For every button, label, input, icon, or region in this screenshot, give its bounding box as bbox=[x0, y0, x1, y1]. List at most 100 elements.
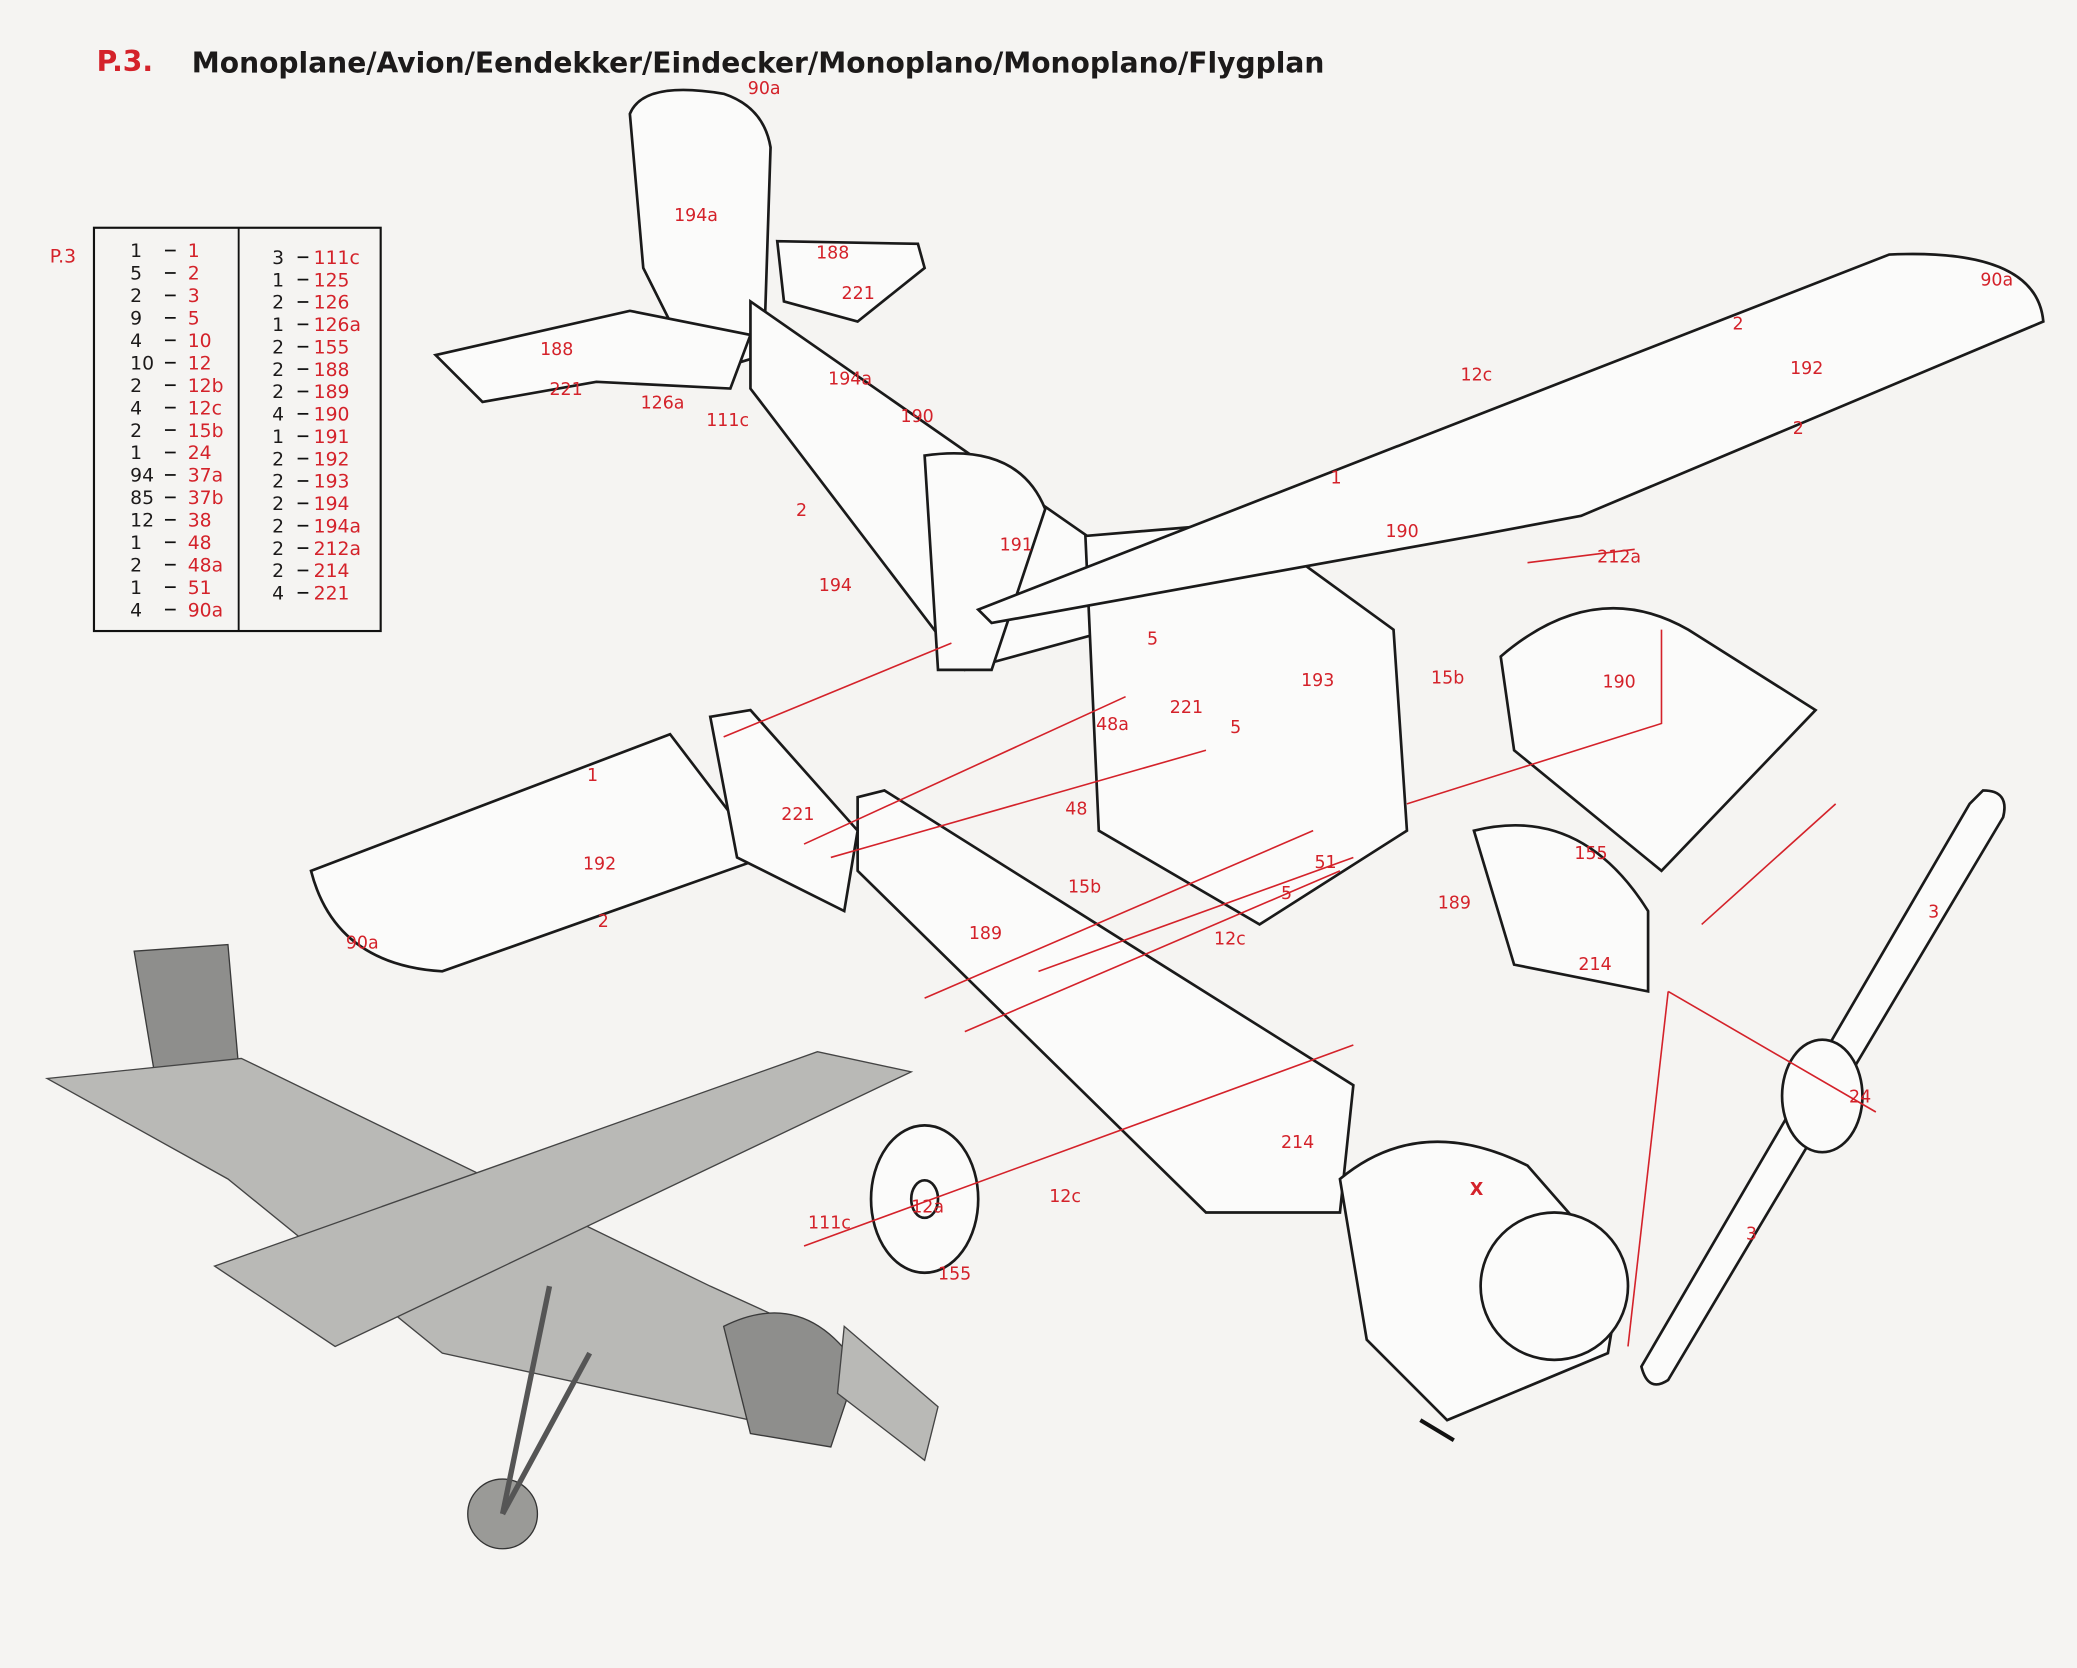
part-callout: 2 bbox=[1793, 419, 1804, 439]
part-callout: 221 bbox=[1170, 698, 1203, 718]
part-quantity: 2 bbox=[272, 494, 284, 515]
part-quantity: 2 bbox=[272, 472, 284, 493]
part-callout: 5 bbox=[1281, 884, 1292, 904]
part-callout: 126a bbox=[641, 394, 685, 414]
motor bbox=[1338, 1140, 1630, 1442]
part-callout: 191 bbox=[1000, 536, 1033, 556]
propeller bbox=[1639, 789, 2006, 1386]
part-number: 191 bbox=[314, 427, 350, 448]
part-callout: 190 bbox=[1603, 672, 1636, 692]
part-number: 48a bbox=[188, 555, 223, 576]
part-number: 12c bbox=[188, 398, 222, 419]
assembly-lines bbox=[723, 548, 1877, 1347]
part-callout: 190 bbox=[1385, 522, 1418, 542]
part-callout: 155 bbox=[938, 1264, 971, 1284]
page-number: P.3. bbox=[97, 45, 153, 78]
part-number: 38 bbox=[188, 511, 212, 532]
part-number: 15b bbox=[188, 421, 224, 442]
part-callout: 221 bbox=[842, 284, 875, 304]
part-number: 192 bbox=[314, 449, 350, 470]
part-quantity: 4 bbox=[130, 398, 142, 419]
part-callout: 90a bbox=[346, 934, 379, 954]
part-callout: 5 bbox=[1147, 629, 1158, 649]
part-number: 24 bbox=[188, 443, 212, 464]
part-quantity: 2 bbox=[272, 561, 284, 582]
part-callout: 190 bbox=[901, 407, 934, 427]
lower-wing bbox=[309, 732, 767, 973]
part-callout: 221 bbox=[781, 805, 814, 825]
fuselage bbox=[749, 298, 1409, 927]
part-number: 126 bbox=[314, 293, 350, 314]
part-number: 188 bbox=[314, 360, 350, 381]
part-quantity: 4 bbox=[130, 600, 142, 621]
assembled-model-photo bbox=[44, 943, 939, 1550]
part-callout: 189 bbox=[1438, 893, 1471, 913]
part-callout: 192 bbox=[583, 855, 616, 875]
part-callout: X bbox=[1470, 1180, 1484, 1200]
part-callout: 155 bbox=[1574, 844, 1607, 864]
part-number: 51 bbox=[188, 578, 212, 599]
part-number: 3 bbox=[188, 286, 200, 307]
part-callout: 212a bbox=[1597, 548, 1641, 568]
part-quantity: 1 bbox=[272, 315, 284, 336]
part-quantity: 2 bbox=[272, 449, 284, 470]
part-number: 126a bbox=[314, 315, 361, 336]
part-quantity: 10 bbox=[130, 353, 154, 374]
part-callout: 193 bbox=[1301, 671, 1334, 691]
cowling bbox=[1472, 606, 1818, 994]
part-quantity: 3 bbox=[272, 248, 284, 269]
part-callout: 15b bbox=[1431, 668, 1464, 688]
part-quantity: 2 bbox=[130, 376, 142, 397]
part-quantity: 2 bbox=[130, 421, 142, 442]
part-number: 90a bbox=[188, 600, 223, 621]
part-callout: 194a bbox=[674, 206, 718, 226]
part-callout: 90a bbox=[748, 79, 781, 99]
parts-list-label: P.3 bbox=[50, 247, 76, 268]
part-quantity: 85 bbox=[130, 488, 154, 509]
part-callout: 12a bbox=[911, 1197, 944, 1217]
part-number: 10 bbox=[188, 331, 212, 352]
part-quantity: 1 bbox=[272, 270, 284, 291]
part-quantity: 2 bbox=[272, 337, 284, 358]
part-quantity: 4 bbox=[272, 405, 284, 426]
part-callout: 188 bbox=[540, 340, 573, 360]
part-quantity: 1 bbox=[130, 533, 142, 554]
part-quantity: 1 bbox=[130, 241, 142, 262]
part-number: 155 bbox=[314, 337, 350, 358]
part-number: 37b bbox=[188, 488, 224, 509]
part-callouts: 90a194a188221188221126a111c194a19090a219… bbox=[346, 79, 2013, 1285]
part-callout: 48 bbox=[1065, 800, 1087, 820]
part-quantity: 2 bbox=[272, 293, 284, 314]
wheel-disc bbox=[869, 1124, 980, 1275]
part-callout: 194 bbox=[819, 576, 852, 596]
part-callout: 1 bbox=[1331, 469, 1342, 489]
part-callout: 192 bbox=[1790, 359, 1823, 379]
part-number: 12b bbox=[188, 376, 224, 397]
parts-table-frame bbox=[92, 226, 382, 633]
part-quantity: 9 bbox=[130, 309, 142, 330]
part-callout: 15b bbox=[1068, 877, 1101, 897]
part-quantity: 2 bbox=[130, 555, 142, 576]
part-callout: 2 bbox=[796, 501, 807, 521]
part-callout: 189 bbox=[969, 924, 1002, 944]
part-callout: 2 bbox=[1732, 315, 1743, 335]
part-number: 193 bbox=[314, 472, 350, 493]
part-quantity: 12 bbox=[130, 511, 154, 532]
part-number: 125 bbox=[314, 270, 350, 291]
part-callout: 221 bbox=[549, 380, 582, 400]
part-callout: 214 bbox=[1281, 1133, 1314, 1153]
part-number: 1 bbox=[188, 241, 200, 262]
part-callout: 12c bbox=[1049, 1187, 1081, 1207]
part-quantity: 1 bbox=[130, 443, 142, 464]
side-plate-189 bbox=[708, 708, 1355, 1214]
part-callout: 111c bbox=[808, 1214, 851, 1234]
part-callout: 51 bbox=[1314, 853, 1336, 873]
part-quantity: 4 bbox=[272, 584, 284, 605]
part-callout: 194a bbox=[828, 370, 872, 390]
part-quantity: 94 bbox=[130, 466, 154, 487]
part-callout: 5 bbox=[1230, 718, 1241, 738]
part-number: 48 bbox=[188, 533, 212, 554]
part-quantity: 2 bbox=[272, 539, 284, 560]
